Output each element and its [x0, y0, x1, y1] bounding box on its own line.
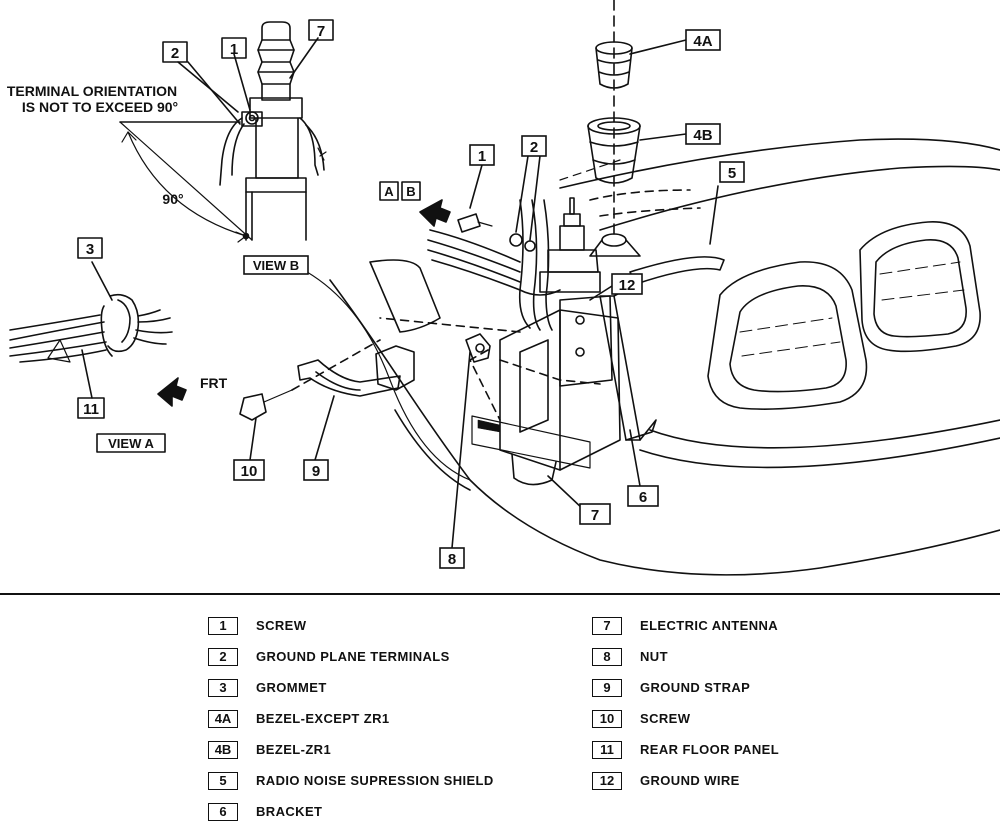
legend-label: SCREW — [256, 618, 307, 633]
bezel-4a — [595, 41, 633, 89]
legend-number: 6 — [208, 802, 238, 821]
callout-4a: 4A — [693, 33, 712, 50]
view-b-label: VIEW B — [253, 258, 299, 273]
terminal-orientation-note-line2: IS NOT TO EXCEED 90° — [22, 99, 178, 115]
legend-label: REAR FLOOR PANEL — [640, 742, 780, 757]
legend-label: GROUND STRAP — [640, 680, 751, 695]
legend-number: 5 — [208, 771, 238, 790]
callout-7-bottom: 7 — [591, 507, 599, 524]
callout-1-top: 1 — [230, 41, 238, 58]
legend-number: 1 — [208, 616, 238, 635]
callout-2-mid: 2 — [530, 139, 538, 156]
legend-item: 10 SCREW — [592, 703, 779, 734]
legend-number: 4A — [208, 709, 238, 728]
view-ref-b: B — [406, 184, 415, 199]
legend-item: 12 GROUND WIRE — [592, 765, 779, 796]
legend-item: 11 REAR FLOOR PANEL — [592, 734, 779, 765]
legend-label: GROMMET — [256, 680, 327, 695]
vehicle-body — [329, 138, 1000, 576]
terminal-orientation-note-line1: TERMINAL ORIENTATION — [7, 83, 177, 99]
legend-label: RADIO NOISE SUPRESSION SHIELD — [256, 773, 494, 788]
legend-item: 4B BEZEL-ZR1 — [208, 734, 494, 765]
legend-number: 2 — [208, 647, 238, 666]
callout-1-mid: 1 — [478, 148, 486, 165]
legend-item: 7 ELECTRIC ANTENNA — [592, 610, 779, 641]
legend-number: 11 — [592, 740, 622, 759]
legend-item: 8 NUT — [592, 641, 779, 672]
view-a-label: VIEW A — [108, 436, 154, 451]
legend-item: 9 GROUND STRAP — [592, 672, 779, 703]
callout-4b: 4B — [693, 127, 712, 144]
view-b-detail — [119, 21, 327, 243]
legend-number: 3 — [208, 678, 238, 697]
callout-9: 9 — [312, 463, 320, 480]
callout-5: 5 — [728, 165, 736, 182]
angle-label: 90° — [162, 191, 183, 207]
legend-label: BEZEL-EXCEPT ZR1 — [256, 711, 390, 726]
legend-item: 2 GROUND PLANE TERMINALS — [208, 641, 494, 672]
legend-number: 10 — [592, 709, 622, 728]
antenna-installation-diagram: 2 1 7 TERMINAL ORIENTATION IS NOT TO EXC… — [0, 0, 1000, 595]
view-a-detail — [9, 261, 173, 399]
legend-item: 1 SCREW — [208, 610, 494, 641]
legend-item: 4A BEZEL-EXCEPT ZR1 — [208, 703, 494, 734]
legend-number: 9 — [592, 678, 622, 697]
callout-10: 10 — [241, 463, 258, 480]
callout-2-top: 2 — [171, 45, 179, 62]
callout-12: 12 — [619, 277, 636, 294]
view-ref-a: A — [384, 184, 394, 199]
legend-label: BRACKET — [256, 804, 323, 819]
legend-number: 12 — [592, 771, 622, 790]
legend-number: 4B — [208, 740, 238, 759]
callout-3: 3 — [86, 241, 94, 258]
legend-label: GROUND PLANE TERMINALS — [256, 649, 450, 664]
callout-11: 11 — [83, 401, 99, 418]
legend-item: 6 BRACKET — [208, 796, 494, 827]
legend-label: NUT — [640, 649, 668, 664]
legend-item: 3 GROMMET — [208, 672, 494, 703]
bezel-4b — [587, 117, 641, 184]
callout-8: 8 — [448, 551, 456, 568]
frt-label: FRT — [200, 375, 228, 391]
legend-label: SCREW — [640, 711, 691, 726]
legend-label: BEZEL-ZR1 — [256, 742, 332, 757]
electric-antenna — [379, 0, 701, 486]
legend-item: 5 RADIO NOISE SUPRESSION SHIELD — [208, 765, 494, 796]
legend-label: GROUND WIRE — [640, 773, 740, 788]
legend-label: ELECTRIC ANTENNA — [640, 618, 779, 633]
legend-number: 8 — [592, 647, 622, 666]
legend-number: 7 — [592, 616, 622, 635]
legend-column-right: 7 ELECTRIC ANTENNA 8 NUT 9 GROUND STRAP 10 S… — [592, 610, 779, 796]
callout-6: 6 — [639, 489, 647, 506]
callout-7-top: 7 — [317, 23, 325, 40]
